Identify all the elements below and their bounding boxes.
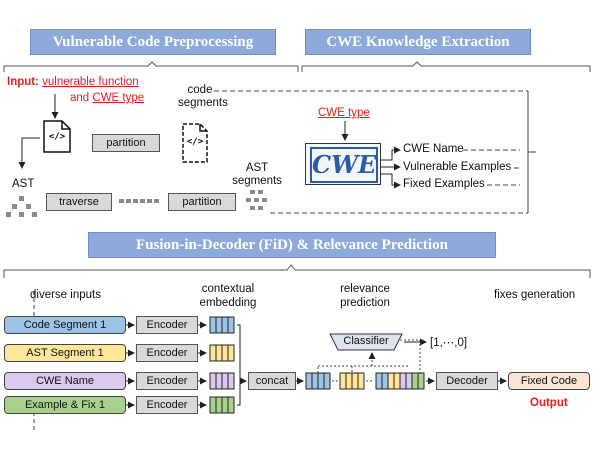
input-cwe-line: and CWE type [70,92,145,104]
encoder-2: Encoder [136,344,198,362]
concat-box: concat [248,372,296,390]
ast-label: AST [12,178,35,190]
code-segments-file-icon [182,123,208,163]
code-glyph-right: </> [186,137,204,147]
header-fid: Fusion-in-Decoder (FiD) & Relevance Pred… [88,232,496,258]
ast-tree-icon [6,196,37,217]
partition-top-box: partition [92,134,160,152]
fixed-code-box: Fixed Code [508,372,590,390]
partition-bottom-box: partition [168,193,236,211]
input-cwe-link: CWE type [92,92,145,104]
encoder-3: Encoder [136,372,198,390]
encoder-1: Encoder [136,316,198,334]
ast-segments-label: AST segments [232,162,282,187]
ast-segments-icon [246,190,267,210]
ast-dots [119,199,159,203]
header-knowledge-extraction: CWE Knowledge Extraction [305,29,531,55]
input-example-fix: Example & Fix 1 [4,396,126,414]
embedding-blocks [209,316,235,414]
input-ast-segment: AST Segment 1 [4,344,126,362]
classifier-shape [329,333,403,351]
output-label: Output [530,397,568,409]
cwe-name-label: CWE Name [403,143,464,155]
concat-embedding-row [305,372,425,390]
fixed-examples-label: Fixed Examples [403,178,485,190]
fixes-generation-label: fixes generation [494,289,576,301]
encoder-4: Encoder [136,396,198,414]
input-label: Input: vulnerable function [7,76,139,88]
input-function-link: vulnerable function [42,76,139,88]
header-preprocessing: Vulnerable Code Preprocessing [30,29,276,55]
classifier-label: Classifier [343,335,389,347]
code-segments-label: code segments [178,84,228,109]
input-code-segment: Code Segment 1 [4,316,126,334]
vulnerable-examples-label: Vulnerable Examples [403,161,512,173]
code-glyph: </> [48,132,66,142]
diverse-inputs-label: diverse inputs [30,289,101,301]
traverse-box: traverse [46,193,112,211]
cwe-type-label: CWE type [318,107,370,119]
input-cwe-name: CWE Name [4,372,126,390]
classifier-output: [1,⋯,0] [430,337,468,349]
decoder-box: Decoder [436,372,498,390]
cwe-logo: CWE [305,143,381,185]
contextual-embedding-label: contextual embedding [199,283,257,309]
cwe-logo-text: CWE [310,147,378,183]
relevance-prediction-label: relevance prediction [340,283,390,309]
source-file-icon [43,120,71,153]
